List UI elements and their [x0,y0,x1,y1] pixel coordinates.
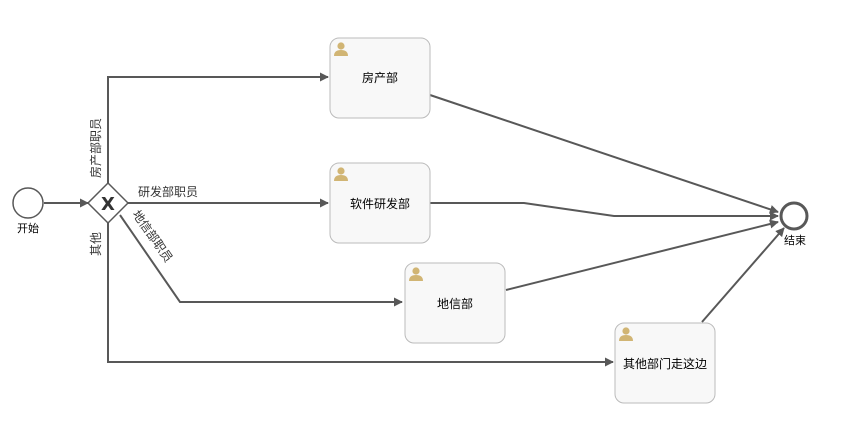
flow-gateway-to-geo-info[interactable] [119,214,403,307]
flow-label-geo-info: 地信部职员 [130,207,177,265]
flow-geo-info-to-end[interactable] [505,219,779,291]
flow-gateway-to-real-estate[interactable] [107,72,329,183]
flow-label-other: 其他 [89,232,103,256]
task-label: 房产部 [362,70,398,85]
flow-label-real-estate: 房产部职员 [88,118,103,178]
task-other[interactable]: 其他部门走这边 [614,322,716,404]
end-event-label: 结束 [784,234,806,247]
task-real-estate[interactable]: 房产部 [329,37,431,119]
task-label: 其他部门走这边 [623,356,707,371]
task-label: 地信部 [437,296,473,311]
exclusive-gateway[interactable]: X [86,181,130,225]
gateway-x-icon: X [101,194,115,215]
task-geo-info[interactable]: 地信部 [404,262,506,344]
end-event[interactable] [779,201,809,231]
flow-gateway-to-other[interactable] [107,223,614,367]
flow-software-to-end[interactable] [430,202,779,221]
flow-other-to-end[interactable] [701,227,785,323]
task-software[interactable]: 软件研发部 [329,162,431,244]
start-event-label: 开始 [17,221,39,235]
flow-real-estate-to-end[interactable] [429,94,779,214]
task-label: 软件研发部 [350,196,410,211]
flow-label-software: 研发部职员 [138,184,198,199]
start-event[interactable] [12,187,44,219]
